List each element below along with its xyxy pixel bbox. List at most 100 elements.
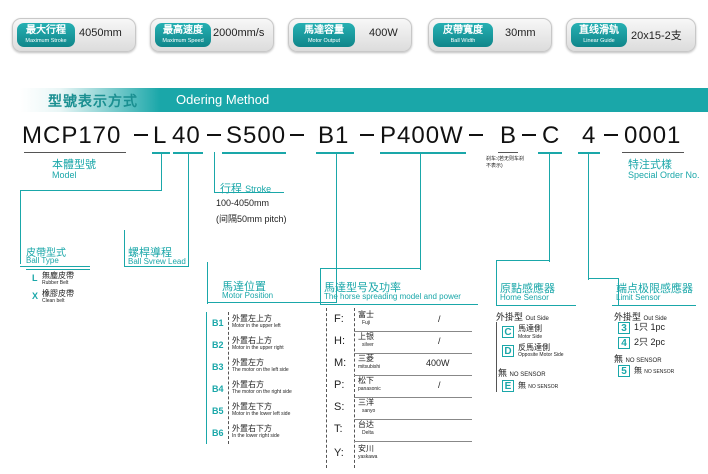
stroke-label-en: Stroke bbox=[245, 184, 272, 194]
spec-max-stroke: 最大行程 Maximum Stroke 4050mm bbox=[12, 18, 136, 52]
position-table bbox=[206, 312, 306, 444]
ball-type-box bbox=[26, 269, 90, 305]
home-option-en: Motor Side bbox=[518, 334, 543, 340]
limit-type-en: Out Side bbox=[643, 316, 667, 322]
model-label-cn: 本體型號 bbox=[52, 159, 96, 171]
code-model: MCP170 bbox=[22, 122, 122, 149]
position-option-cn: 外置左方 bbox=[232, 358, 264, 367]
spec-label: 皮帶寬度 Ball Width bbox=[433, 23, 493, 47]
motor-table-left bbox=[326, 308, 327, 468]
position-option-en: Motor in the lower left side bbox=[232, 411, 291, 417]
motor-row-code: H: bbox=[334, 335, 345, 347]
ball-type-connector-h bbox=[20, 190, 162, 191]
home-options-line bbox=[496, 322, 497, 392]
underline-motor bbox=[380, 152, 466, 154]
header-title-en: Odering Method bbox=[176, 92, 270, 107]
code-brake: B bbox=[500, 122, 518, 149]
spec-motor-output: 馬達容量 Motor Output 400W bbox=[288, 18, 412, 52]
position-label-cn: 馬達位置 bbox=[222, 281, 266, 293]
position-option-cn: 外置左下方 bbox=[232, 402, 272, 411]
position-option-en: The motor on the right side bbox=[232, 389, 292, 395]
ball-type-option-en: Rubber Belt bbox=[42, 280, 69, 286]
motor-row-cn: 台达 bbox=[358, 420, 374, 429]
motor-row-value: 400W bbox=[426, 358, 450, 368]
spec-label-cn: 最大行程 bbox=[26, 25, 66, 36]
spec-max-speed: 最高速度 Maximum Speed 2000mm/s bbox=[150, 18, 274, 52]
position-option-code: B2 bbox=[212, 340, 224, 350]
spec-label-cn: 最高速度 bbox=[163, 25, 203, 36]
spec-value: 30mm bbox=[505, 27, 536, 39]
motor-row-value: / bbox=[438, 314, 441, 324]
spec-label-en: Maximum Stroke bbox=[25, 38, 67, 44]
spec-value: 2000mm/s bbox=[213, 27, 265, 39]
home-type-en: Out Side bbox=[525, 316, 549, 322]
code-ball-type: L bbox=[153, 122, 168, 149]
motor-row-value: / bbox=[438, 336, 441, 346]
code-dash bbox=[469, 134, 483, 136]
home-option-code: E bbox=[502, 380, 514, 392]
home-option-cn: 反馬達側 bbox=[518, 343, 550, 352]
limit-connector-h bbox=[588, 278, 618, 279]
code-dash bbox=[522, 134, 536, 136]
motor-row-en: mitsubishi bbox=[358, 364, 381, 370]
code-dash bbox=[604, 134, 618, 136]
spec-label-en: Motor Output bbox=[307, 38, 341, 44]
lead-connector bbox=[188, 152, 189, 266]
spec-label: 最高速度 Maximum Speed bbox=[155, 23, 211, 47]
motor-table-sep bbox=[354, 353, 472, 354]
ball-type-option-cn: 橡膠皮帶 bbox=[42, 289, 74, 298]
stroke-connector-h bbox=[214, 192, 284, 193]
ball-type-label-en: Ball Type bbox=[26, 256, 59, 265]
position-label-en: Motor Position bbox=[222, 291, 274, 300]
position-option-cn: 外置右上方 bbox=[232, 336, 272, 345]
motor-table-sep bbox=[354, 375, 472, 376]
limit-none-cn: 無 bbox=[614, 354, 624, 364]
limit-five-en: NO SENSOR bbox=[644, 369, 675, 375]
spec-value: 20x15-2支 bbox=[631, 30, 682, 42]
home-none-cn: 無 bbox=[498, 368, 508, 378]
home-label-cn: 原點感應器 bbox=[500, 283, 555, 295]
code-special: 0001 bbox=[624, 122, 682, 149]
code-stroke: S500 bbox=[226, 122, 287, 149]
spec-value: 4050mm bbox=[79, 27, 122, 39]
ball-type-option-cn: 無塵皮帶 bbox=[42, 271, 74, 280]
position-option-cn: 外置左上方 bbox=[232, 314, 272, 323]
home-option-cn: 無 NO SENSOR bbox=[518, 381, 558, 392]
limit-option-cn: 2只 2pc bbox=[634, 337, 666, 347]
position-option-en: In the lower right side bbox=[232, 433, 280, 439]
underline-position bbox=[316, 152, 354, 154]
underline-special bbox=[622, 152, 684, 153]
lead-connector-h bbox=[124, 266, 189, 267]
code-dash bbox=[134, 134, 148, 136]
home-none-en: NO SENSOR bbox=[509, 372, 546, 378]
header-title-cn: 型號表示方式 bbox=[48, 93, 138, 109]
motor-row-cn: 三洋 bbox=[358, 398, 374, 407]
motor-row-code: F: bbox=[334, 313, 344, 325]
motor-table-sep bbox=[354, 397, 472, 398]
underline-home bbox=[538, 152, 562, 154]
lead-label-cn: 螺桿導程 bbox=[128, 247, 172, 259]
home-option-code: C bbox=[502, 326, 514, 338]
limit-option-cn: 無 NO SENSOR bbox=[634, 366, 674, 377]
motor-row-en: panasonic bbox=[358, 386, 381, 392]
spec-label-en: Linear Guide bbox=[583, 38, 615, 44]
limit-option-cn: 1只 1pc bbox=[634, 322, 666, 332]
ball-type-underline bbox=[20, 266, 90, 267]
spec-label-cn: 馬達容量 bbox=[304, 25, 344, 36]
ball-type-connector-v bbox=[161, 152, 162, 190]
brake-note: 刹车:(若无则车刹不表示) bbox=[486, 156, 525, 169]
code-lead: 40 bbox=[172, 122, 201, 149]
motor-label-en: The horse spreading model and power bbox=[324, 292, 461, 301]
stroke-connector bbox=[214, 152, 215, 192]
motor-connector-left bbox=[320, 268, 321, 304]
stroke-pitch: (间隔50mm pitch) bbox=[216, 214, 287, 224]
motor-connector-h bbox=[320, 268, 421, 269]
spec-label-cn: 皮帶寬度 bbox=[443, 25, 483, 36]
code-position: B1 bbox=[318, 122, 350, 149]
motor-row-code: S: bbox=[334, 401, 345, 413]
home-e-en: NO SENSOR bbox=[528, 384, 559, 390]
home-option-en: Opposite Motor Side bbox=[518, 352, 564, 358]
motor-row-en: Fuji bbox=[362, 320, 371, 326]
limit-option-code: 5 bbox=[618, 365, 630, 377]
motor-row-en: silver bbox=[362, 342, 374, 348]
